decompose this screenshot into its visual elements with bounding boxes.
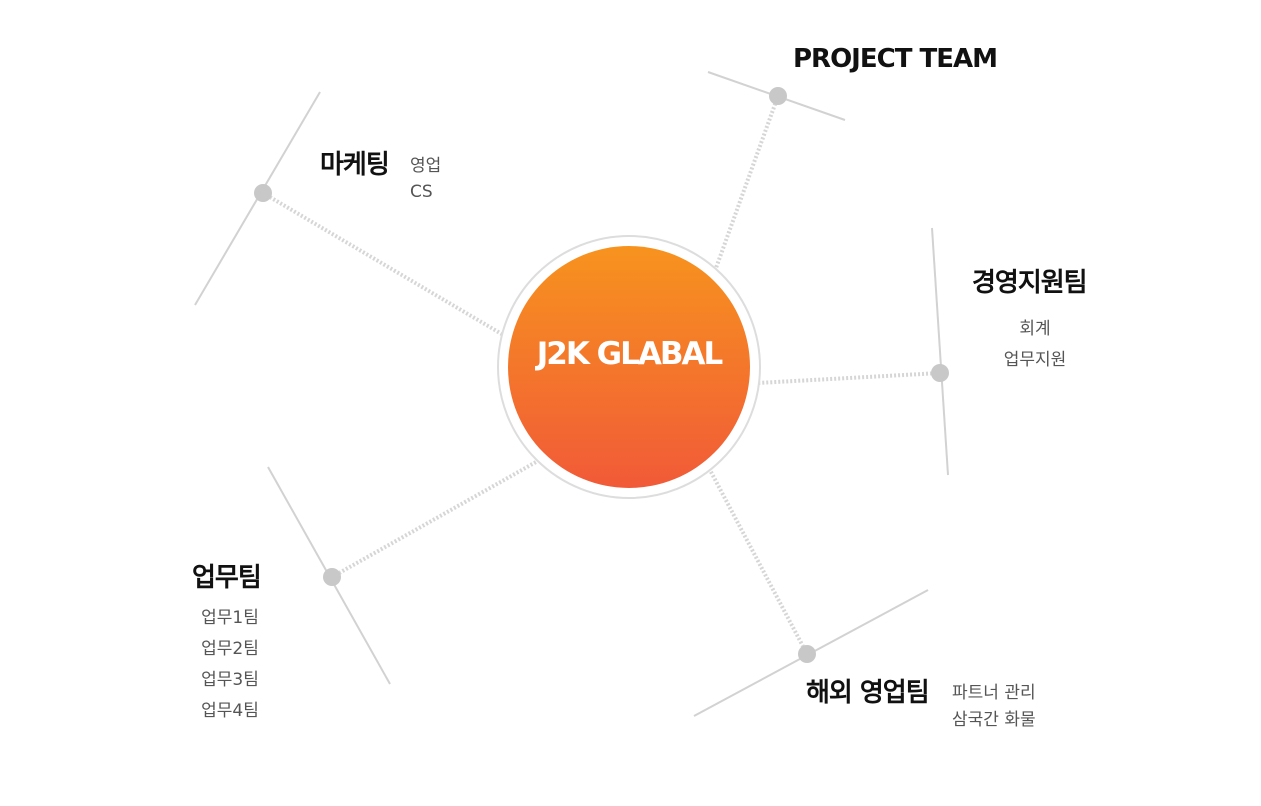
overseas-item: 삼국간 화물 xyxy=(952,710,1036,730)
node-marketing xyxy=(254,184,272,202)
operations-items: 업무1팀 업무2팀 업무3팀 업무4팀 xyxy=(185,603,275,727)
connector-management xyxy=(757,371,941,385)
management-items: 회계 업무지원 xyxy=(960,314,1110,376)
node-overseas xyxy=(798,645,816,663)
overseas-title: 해외 영업팀 xyxy=(806,678,930,708)
management-item: 회계 xyxy=(1019,319,1051,339)
connector-marketing xyxy=(261,191,507,338)
management-title: 경영지원팀 xyxy=(972,268,1088,298)
node-operations xyxy=(323,568,341,586)
node-management xyxy=(931,364,949,382)
connector-overseas xyxy=(708,469,809,655)
marketing-item: 영업 xyxy=(410,156,442,176)
overseas-items: 파트너 관리 삼국간 화물 xyxy=(952,680,1036,734)
marketing-items: 영업 CS xyxy=(410,153,441,205)
connector-project xyxy=(714,95,780,269)
edge-management xyxy=(931,227,949,476)
operations-item: 업무3팀 xyxy=(201,670,259,690)
connector-operations xyxy=(331,460,537,579)
operations-item: 업무1팀 xyxy=(201,608,259,628)
management-item: 업무지원 xyxy=(1003,350,1067,370)
operations-item: 업무2팀 xyxy=(201,639,259,659)
marketing-item: CS xyxy=(410,182,433,202)
node-project xyxy=(769,87,787,105)
overseas-item: 파트너 관리 xyxy=(952,683,1036,703)
center-label: J2K GLABAL xyxy=(536,336,723,372)
marketing-title: 마케팅 xyxy=(320,150,390,180)
center-circle xyxy=(508,246,750,488)
project-title: PROJECT TEAM xyxy=(793,44,998,74)
operations-title: 업무팀 xyxy=(192,563,262,593)
operations-item: 업무4팀 xyxy=(201,701,259,721)
